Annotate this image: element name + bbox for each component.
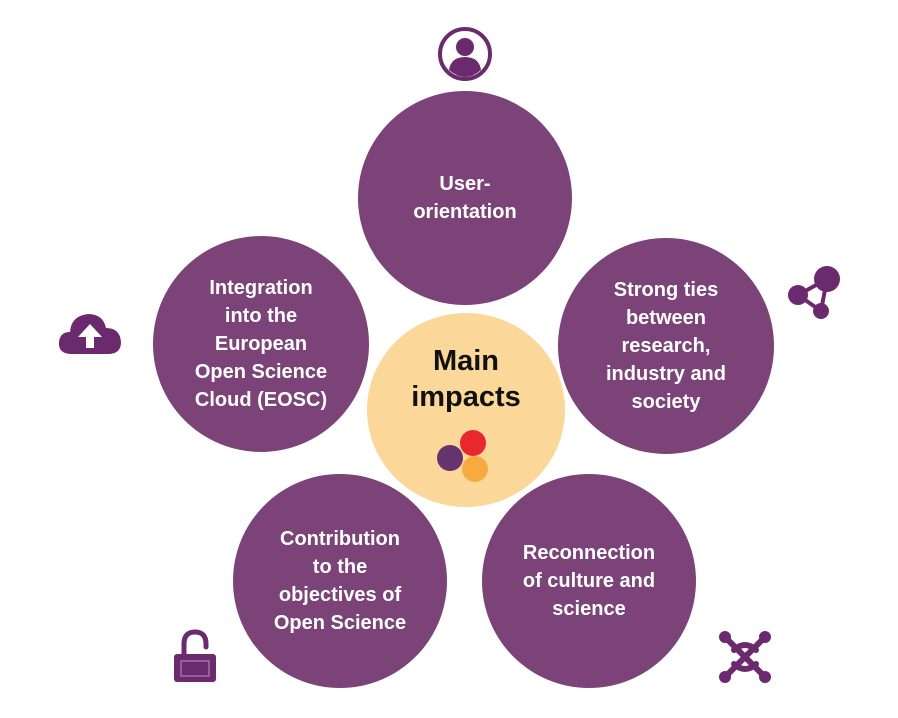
impact-label: Reconnection of culture and science xyxy=(522,542,656,620)
logo-icon xyxy=(437,430,488,482)
impact-label: Contribution to the objectives of Open S… xyxy=(273,528,407,634)
impact-label: User- orientation xyxy=(413,173,517,223)
center-hub: Main impacts xyxy=(367,313,565,507)
impact-label: Strong ties between research, industry a… xyxy=(605,279,726,413)
center-title: Main impacts xyxy=(411,345,521,413)
impact-contribution: Contribution to the objectives of Open S… xyxy=(233,474,447,688)
joomla-icon xyxy=(719,631,771,683)
network-icon xyxy=(788,266,840,319)
impact-reconnection: Reconnection of culture and science xyxy=(482,474,696,688)
user-icon xyxy=(438,27,492,81)
unlock-icon xyxy=(174,629,216,682)
impact-strong-ties: Strong ties between research, industry a… xyxy=(558,238,774,454)
impact-label: Integration into the European Open Scien… xyxy=(194,277,328,411)
cloud-upload-icon xyxy=(58,314,121,354)
impact-integration-eosc: Integration into the European Open Scien… xyxy=(153,236,369,452)
impact-user-orientation: User- orientation xyxy=(358,91,572,305)
